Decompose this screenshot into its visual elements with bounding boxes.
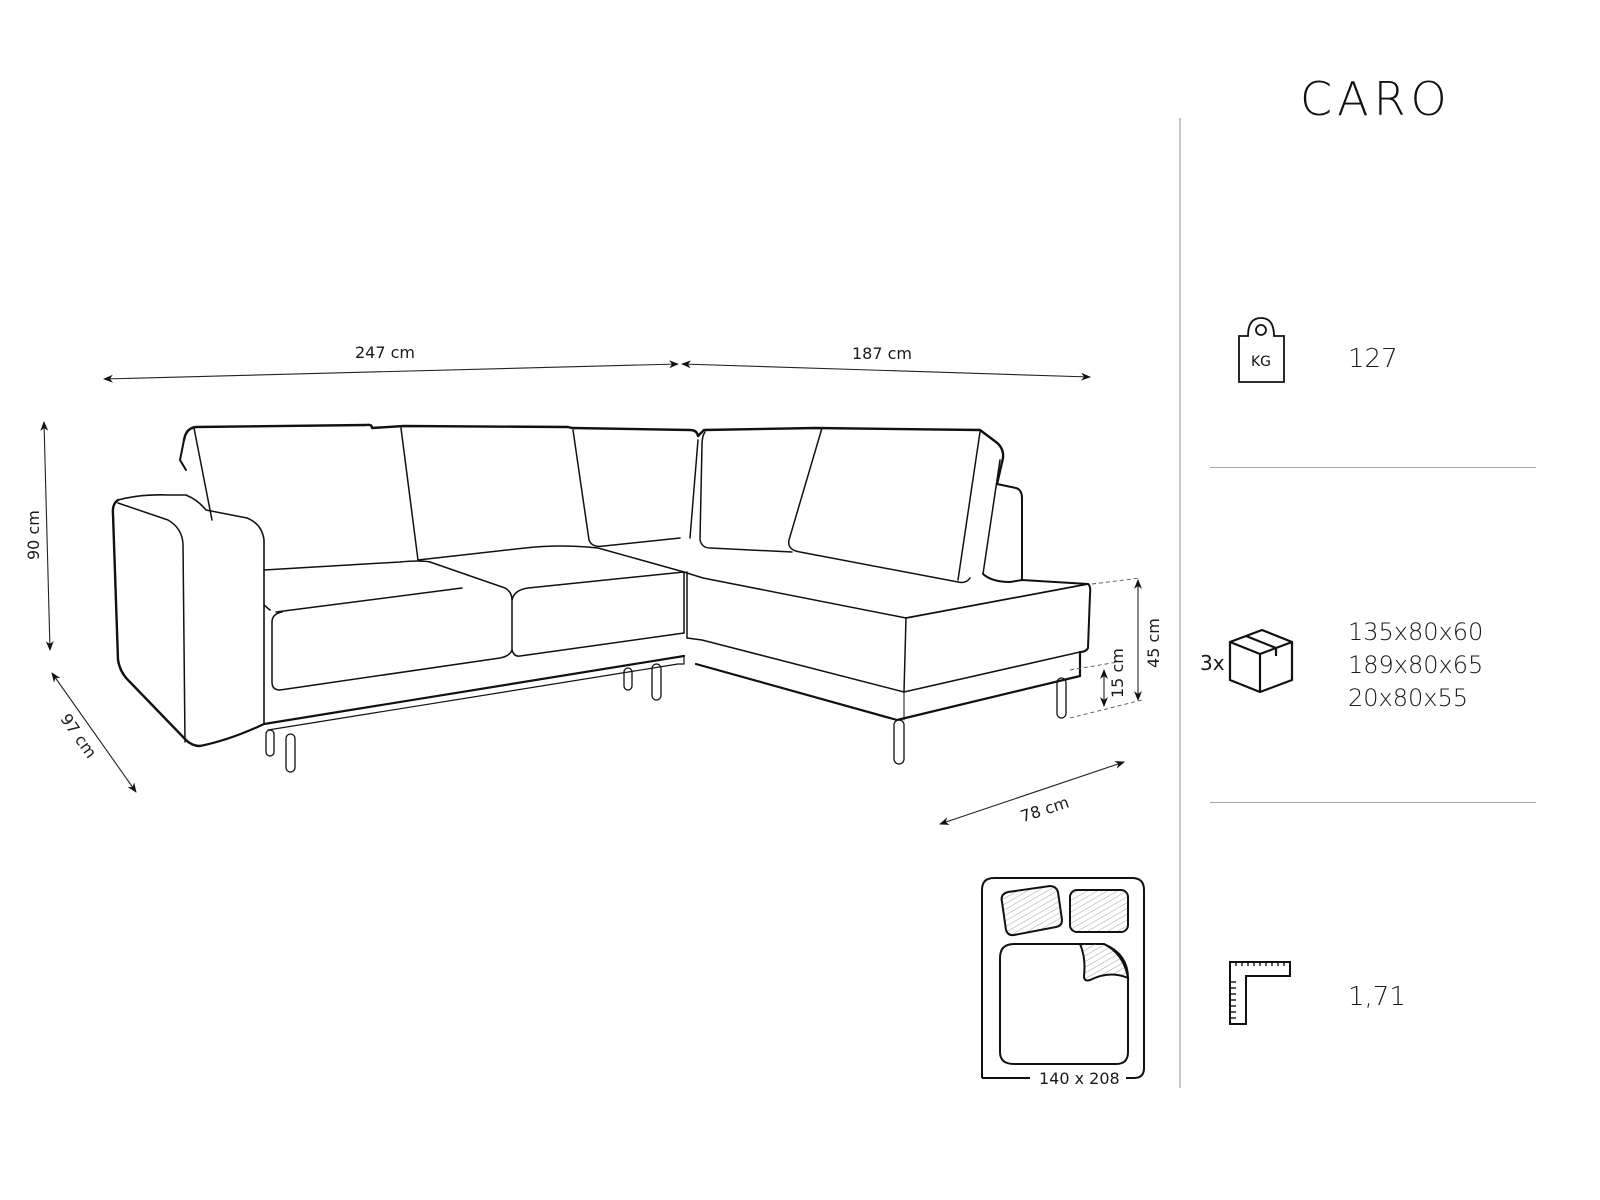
separator-2 <box>1210 802 1536 803</box>
vertical-separator <box>1179 118 1181 1088</box>
package-size-3: 20x80x55 <box>1348 684 1469 712</box>
dim-line-97 <box>51 672 137 793</box>
ruler-square-icon <box>1229 961 1291 1025</box>
dim-label-leg-height: 15 cm <box>1108 648 1127 698</box>
dim-line-247 <box>103 360 679 383</box>
dim-label-width-right: 187 cm <box>852 344 913 363</box>
dim-label-height: 90 cm <box>24 510 43 560</box>
kg-weight-icon <box>1238 317 1285 383</box>
dim-label-seat-height: 45 cm <box>1144 618 1163 668</box>
sleeping-area-label: 140 x 208 <box>1036 1069 1123 1088</box>
dim-line-78 <box>939 761 1125 825</box>
package-sizes: 135x80x60 189x80x65 20x80x55 <box>1348 616 1483 715</box>
separator-1 <box>1210 467 1536 468</box>
package-size-2: 189x80x65 <box>1348 651 1484 679</box>
kg-icon-label: KG <box>1251 354 1271 370</box>
sleeping-area-icon <box>981 877 1145 1079</box>
dim-line-187 <box>681 360 1091 381</box>
package-quantity: 3x <box>1200 651 1225 675</box>
box-icon <box>1228 628 1294 694</box>
product-title: CARO <box>1300 72 1452 126</box>
dim-line-90 <box>40 421 54 651</box>
volume-value: 1,71 <box>1348 982 1406 1012</box>
dim-label-width-left: 247 cm <box>355 343 416 362</box>
weight-value: 127 <box>1348 344 1398 374</box>
package-size-1: 135x80x60 <box>1348 618 1484 646</box>
